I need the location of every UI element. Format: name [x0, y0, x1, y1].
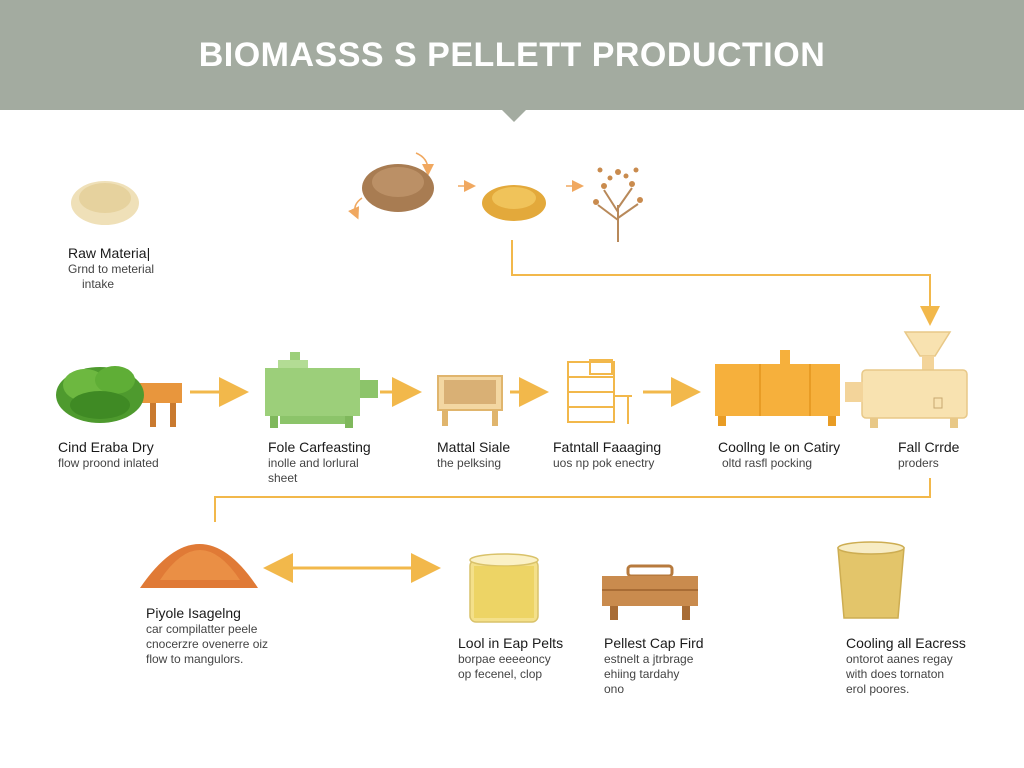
pellet-mill-icon [845, 331, 968, 428]
leaf-pile-icon [56, 366, 182, 427]
header-pointer [500, 108, 528, 122]
step-scale-label: Mattal Siale the pelksing [437, 439, 511, 471]
tree-icon [593, 167, 643, 242]
step-dry-label: Cind Eraba Dry flow proond inlated [58, 439, 159, 471]
rack-icon [567, 359, 632, 424]
crate-icon [602, 564, 698, 620]
pellet-bucket-icon [837, 541, 905, 619]
orange-tank-icon [715, 350, 840, 426]
connector-mill-to-bottom [214, 478, 931, 522]
green-machine-icon [265, 352, 378, 428]
step-excess-label: Cooling all Eacress ontorot aanes regay … [846, 635, 966, 697]
connector-top-to-mill [511, 240, 940, 326]
step-conditioning-label: Fole Carfeasting inolle and lorlural she… [268, 439, 371, 486]
step-fullcrude-label: Fall Crrde proders [898, 439, 960, 471]
pellet-jar-icon [469, 553, 539, 623]
page-title: BIOMASSS S PELLETT PRODUCTION [198, 36, 826, 74]
step-packaging1-label: Fatntall Faaaging uos np pok enectry [553, 439, 662, 471]
pellet-pile-icon [140, 544, 258, 588]
grain-pile-icon [71, 181, 139, 225]
yellow-pellet-pile-icon [482, 185, 546, 221]
step-jar-label: Lool in Eap Pelts borpae eeeeoncy op fec… [458, 635, 564, 682]
brown-pellet-pile-icon [362, 164, 434, 212]
step-pile-label: Piyole Isagelng car compilatter peele cn… [146, 605, 269, 667]
header-banner [0, 0, 1024, 110]
curved-arrow-top-right [415, 152, 434, 176]
tray-icon [437, 375, 503, 426]
step-raw-label: Raw Materia| Grnd to meterial intake [68, 245, 155, 292]
step-cooling-label: Coollng le on Catiry oltd rasfl pocking [718, 439, 841, 471]
curved-arrow-bottom-left [348, 197, 363, 220]
step-crate-label: Pellest Cap Fird estnelt a jtrbrage ehii… [604, 635, 704, 697]
